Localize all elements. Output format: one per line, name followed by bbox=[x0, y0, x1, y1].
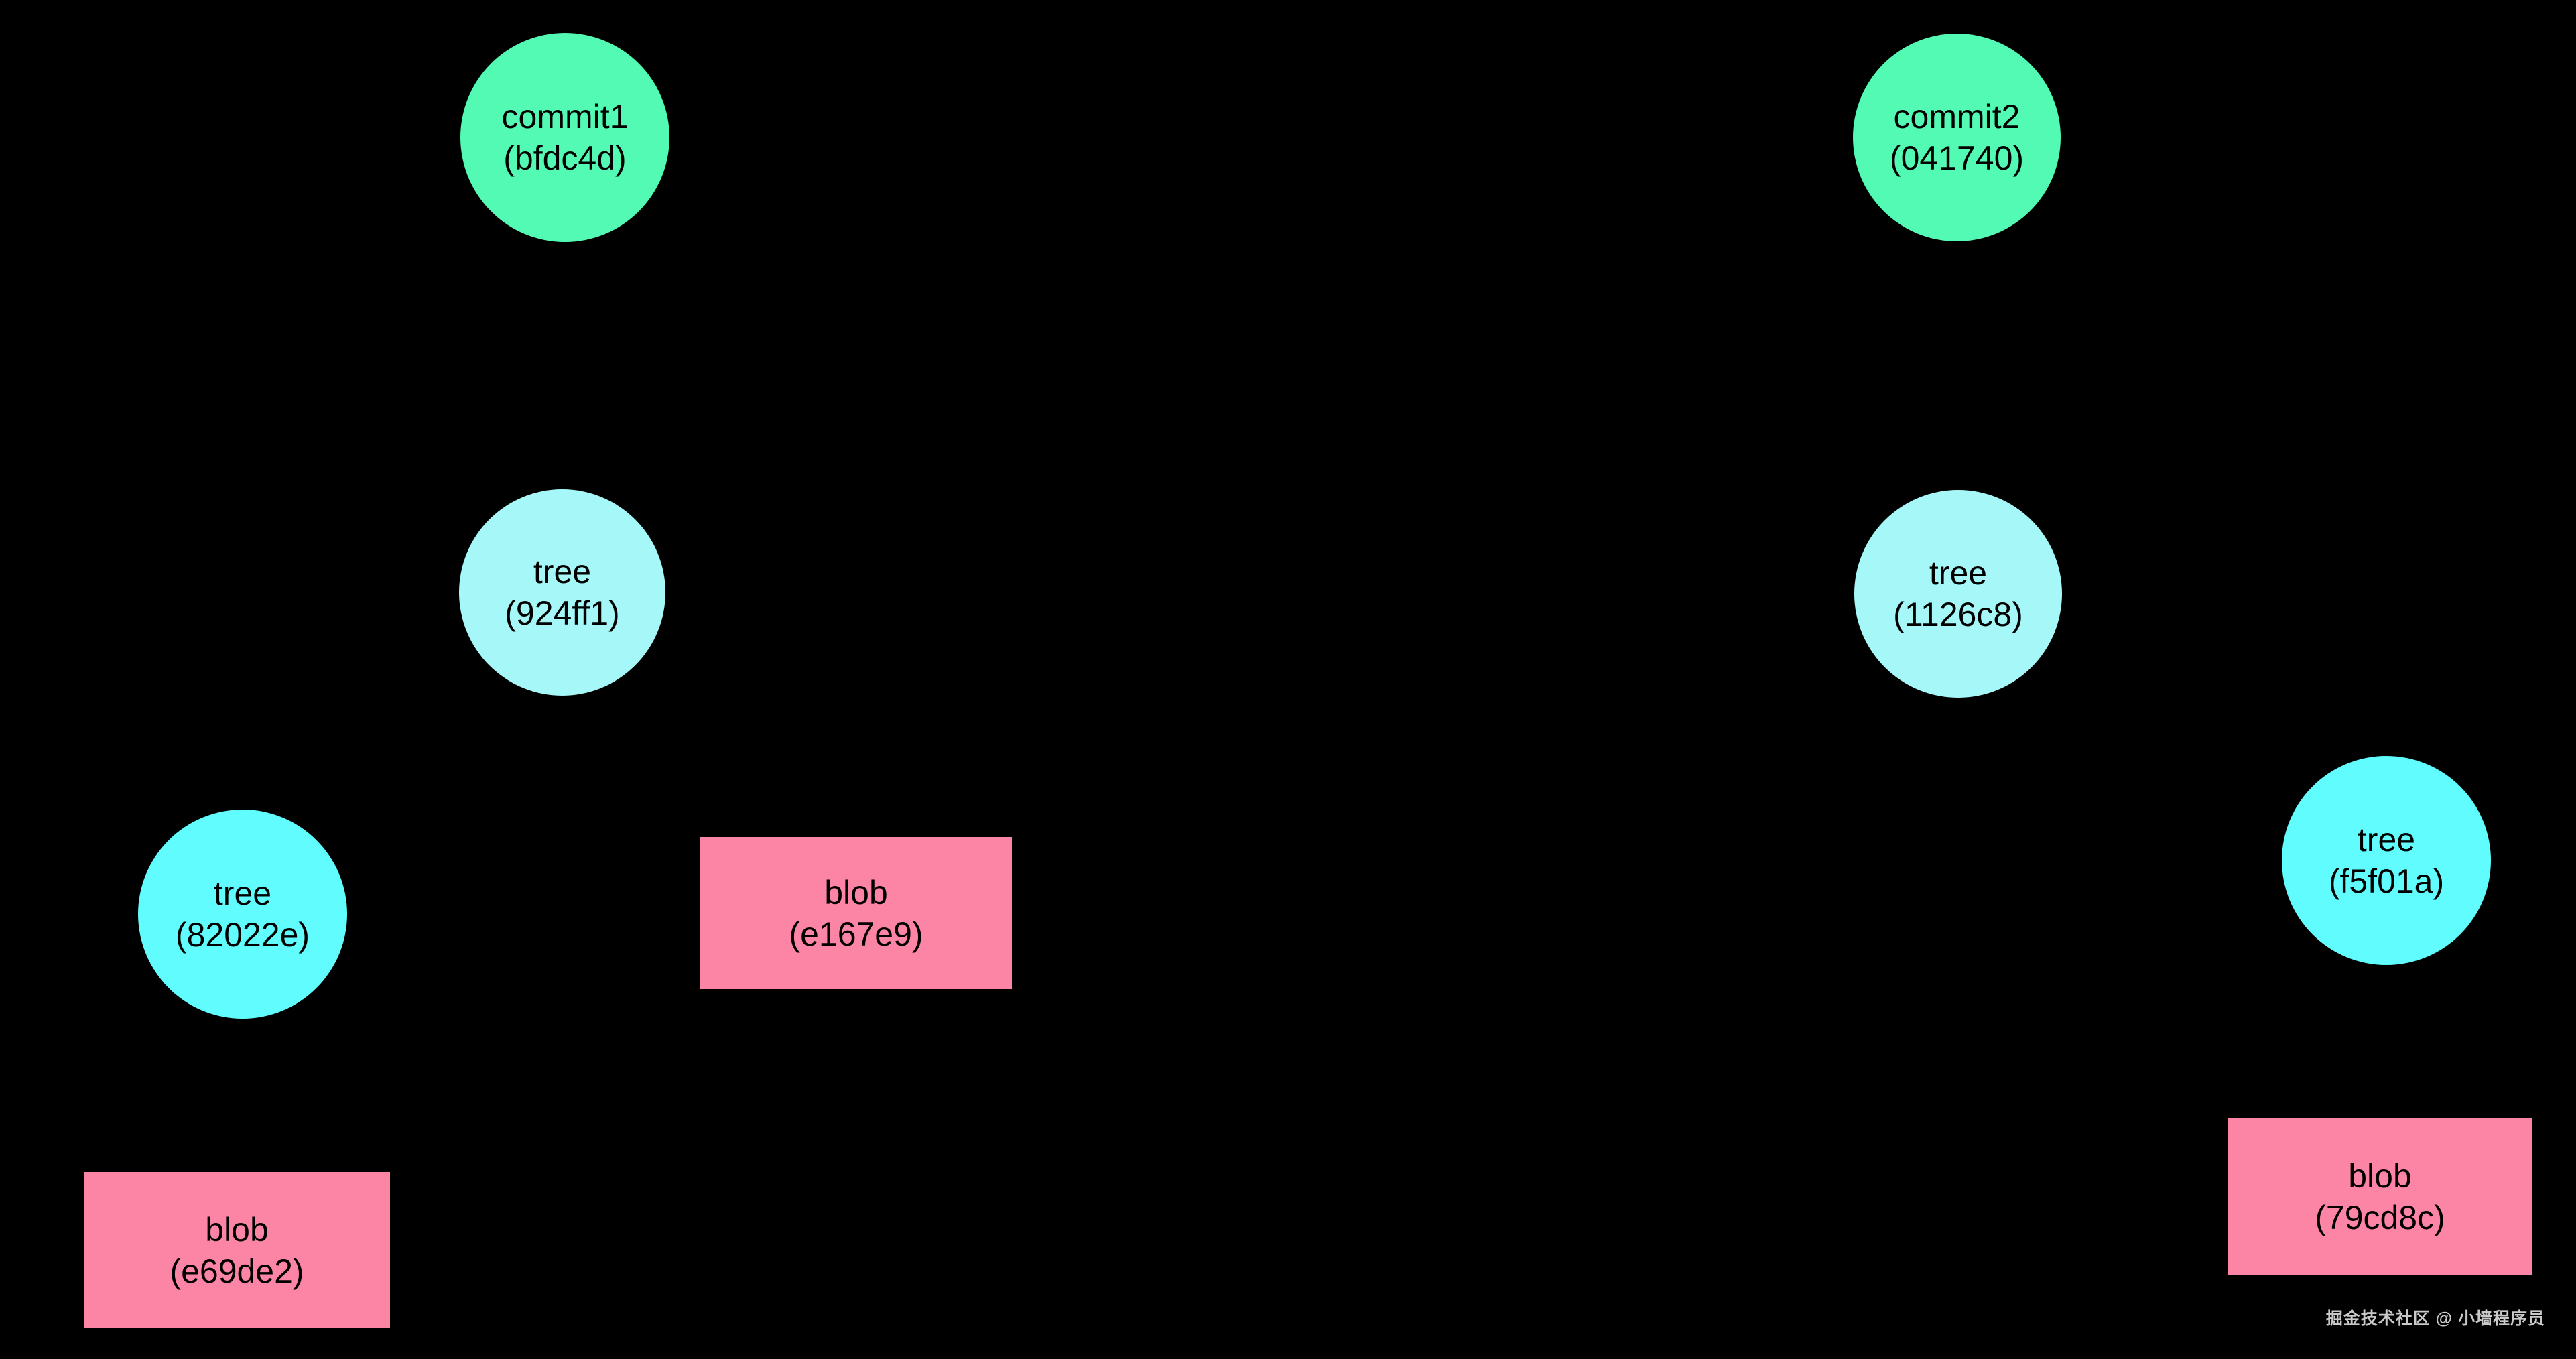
node-hash: (f5f01a) bbox=[2328, 862, 2445, 900]
node-title: tree bbox=[1929, 554, 1988, 592]
node-hash: (041740) bbox=[1889, 139, 2024, 177]
node-title: blob bbox=[2348, 1157, 2412, 1195]
node-title: tree bbox=[533, 553, 592, 590]
node-hash: (e69de2) bbox=[170, 1252, 304, 1290]
node-label-group: tree (82022e) bbox=[176, 872, 310, 956]
node-title: commit1 bbox=[501, 98, 629, 135]
node-blob-e167e9: blob (e167e9) bbox=[700, 837, 1012, 989]
node-tree-82022e: tree (82022e) bbox=[138, 810, 347, 1019]
node-hash: (82022e) bbox=[175, 916, 310, 954]
node-hash: (79cd8c) bbox=[2315, 1199, 2445, 1236]
node-hash: (e167e9) bbox=[789, 915, 923, 953]
node-label-group: commit1 (bfdc4d) bbox=[502, 96, 629, 179]
node-tree-924ff1: tree (924ff1) bbox=[459, 489, 665, 696]
node-label-group: tree (1126c8) bbox=[1893, 552, 2023, 635]
node-hash: (924ff1) bbox=[505, 594, 620, 632]
node-label-group: blob (e167e9) bbox=[789, 872, 923, 955]
node-label-group: tree (f5f01a) bbox=[2329, 819, 2444, 902]
node-blob-e69de2: blob (e69de2) bbox=[84, 1172, 390, 1328]
node-commit2: commit2 (041740) bbox=[1853, 34, 2061, 241]
node-blob-79cd8c: blob (79cd8c) bbox=[2228, 1118, 2532, 1275]
node-title: blob bbox=[205, 1210, 269, 1248]
node-hash: (1126c8) bbox=[1893, 596, 2023, 633]
node-title: tree bbox=[2357, 821, 2416, 858]
node-title: commit2 bbox=[1893, 98, 2020, 135]
node-label-group: blob (e69de2) bbox=[170, 1209, 304, 1292]
node-hash: (bfdc4d) bbox=[503, 139, 627, 177]
node-label-group: tree (924ff1) bbox=[505, 551, 619, 634]
node-label-group: commit2 (041740) bbox=[1890, 96, 2024, 179]
node-tree-f5f01a: tree (f5f01a) bbox=[2282, 756, 2491, 965]
node-label-group: blob (79cd8c) bbox=[2315, 1155, 2445, 1238]
node-title: blob bbox=[824, 873, 888, 911]
node-title: tree bbox=[213, 875, 272, 912]
watermark: 掘金技术社区 @ 小墙程序员 bbox=[2325, 1309, 2545, 1328]
node-tree-1126c8: tree (1126c8) bbox=[1854, 490, 2062, 698]
node-commit1: commit1 (bfdc4d) bbox=[460, 33, 669, 242]
